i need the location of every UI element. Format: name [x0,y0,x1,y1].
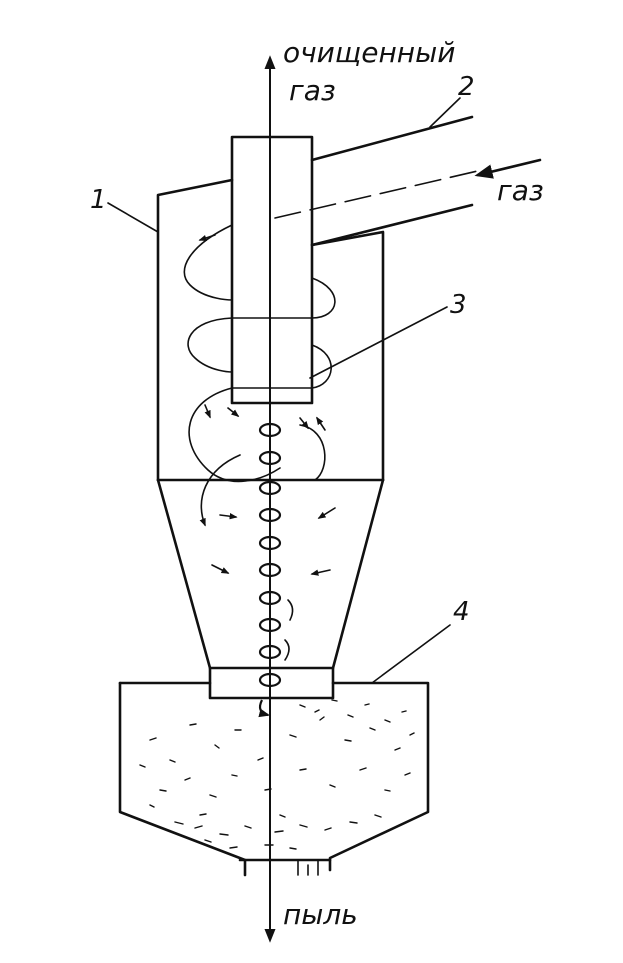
callout-4: 4 [453,597,470,627]
callout-2-leader [429,97,461,128]
inlet-pipe [274,115,542,247]
inlet-gas-label: газ [497,174,544,207]
exhaust-tube [230,135,314,405]
inlet-gas-arrow [474,158,542,179]
dust-hopper [118,681,430,877]
callout-2: 2 [458,72,475,102]
clean-gas-label-line2: газ [289,74,336,107]
inner-vortex [258,422,282,718]
callout-3-leader [309,306,448,379]
dust-label: пыль [283,898,358,931]
callout-1: 1 [90,185,107,215]
dust-particles [139,699,415,850]
cyclone-cylinder [156,178,385,482]
callout-4-leader [371,624,451,684]
callout-1-leader [107,202,159,233]
clean-gas-label-line1: очищенный [283,36,455,69]
callout-3: 3 [450,290,467,320]
outer-vortex [183,224,336,661]
